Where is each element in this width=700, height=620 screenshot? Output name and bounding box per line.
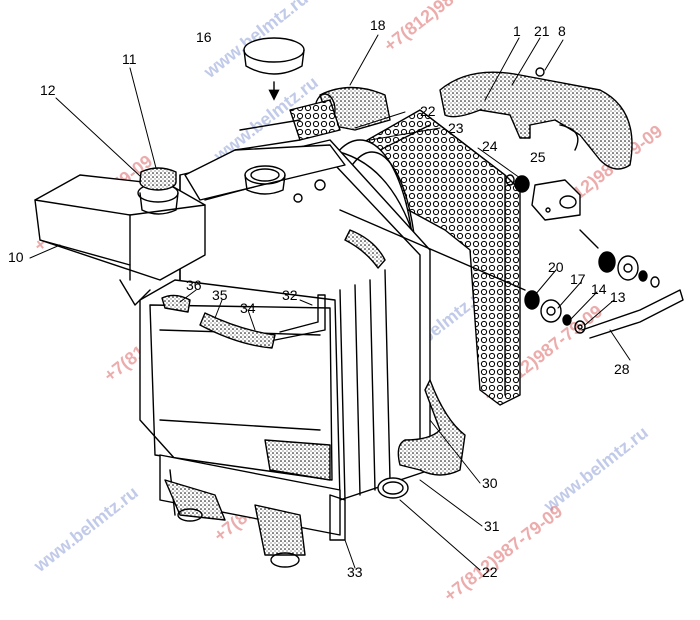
callout-33: 33	[347, 564, 363, 580]
callout-21: 21	[534, 23, 550, 39]
callout-11: 11	[122, 51, 137, 67]
radiator-cap-large	[243, 37, 305, 101]
callout-35: 35	[212, 287, 228, 303]
callout-18: 18	[370, 17, 386, 33]
callout-14: 14	[591, 281, 607, 297]
callout-20: 20	[548, 259, 564, 275]
callout-32: 32	[282, 287, 298, 303]
fittings-24	[505, 174, 530, 193]
upper-hose	[239, 86, 391, 141]
callout-12: 12	[40, 82, 56, 98]
callout-28: 28	[614, 361, 630, 377]
callout-10: 10	[8, 249, 24, 265]
callout-labels: 1 21 8 16 18 11 12 22 23 24 25 10 20 17 …	[8, 17, 630, 580]
washer-stack-right	[598, 251, 660, 288]
washer-stack-left	[524, 290, 586, 334]
leader-lines	[29, 34, 631, 571]
arrow-25	[579, 229, 599, 249]
support-rod-28	[581, 289, 684, 339]
tie-rod	[339, 209, 526, 291]
radiator-core	[139, 139, 431, 568]
callout-25: 25	[530, 149, 546, 165]
mount-bracket-side	[531, 179, 581, 221]
callout-1: 1	[513, 23, 521, 39]
callout-13: 13	[610, 289, 626, 305]
callout-24: 24	[482, 138, 498, 154]
callout-23: 23	[448, 120, 464, 136]
callout-17: 17	[570, 271, 586, 287]
lower-hose	[377, 379, 466, 499]
callout-22-bottom: 22	[482, 564, 498, 580]
callout-31: 31	[484, 518, 500, 534]
callout-30: 30	[482, 475, 498, 491]
callout-16: 16	[196, 29, 212, 45]
filler-neck	[244, 165, 326, 203]
callout-36: 36	[186, 277, 202, 293]
callout-22-top: 22	[420, 103, 436, 119]
callout-8: 8	[558, 23, 566, 39]
callout-34: 34	[240, 300, 256, 316]
mount-bracket-top	[439, 67, 633, 170]
radiator-cap-small	[139, 167, 177, 191]
